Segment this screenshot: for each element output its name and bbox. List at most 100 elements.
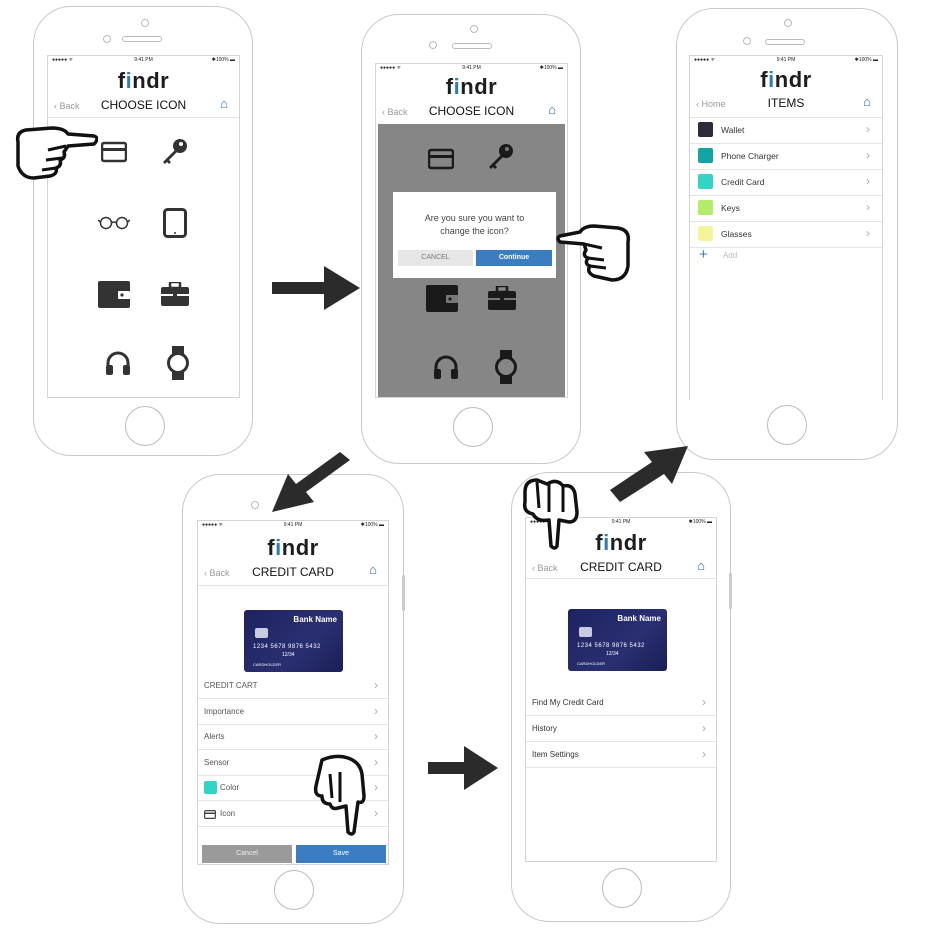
list-item[interactable]: Keys› — [690, 196, 882, 222]
detail-row[interactable]: History› — [526, 716, 716, 742]
settings-row[interactable]: Sensor› — [198, 750, 388, 776]
home-button[interactable] — [453, 407, 493, 447]
cancel-button[interactable]: CANCEL — [398, 250, 473, 266]
carrier-signal: ●●●●● ᯤ — [530, 519, 552, 525]
chevron-right-icon: › — [374, 678, 378, 692]
pointing-hand-icon — [522, 478, 579, 550]
card-number: 1234 5678 9876 5432 — [253, 644, 321, 650]
list-item[interactable]: Phone Charger› — [690, 144, 882, 170]
status-bar: ●●●●● ᯤ 9:41 PM ✱100% ▬ — [526, 518, 716, 526]
key-icon[interactable] — [159, 136, 191, 168]
chevron-right-icon: › — [866, 122, 870, 136]
cancel-button[interactable]: Cancel — [202, 845, 292, 863]
page-title: CREDIT CARD — [252, 565, 334, 579]
detail-row[interactable]: Find My Credit Card› — [526, 690, 716, 716]
list-item[interactable]: Credit Card› — [690, 170, 882, 196]
pointing-hand-icon — [556, 224, 631, 282]
chevron-right-icon: › — [702, 695, 706, 709]
list-item[interactable]: Wallet› — [690, 118, 882, 144]
add-item-row[interactable]: + Add — [690, 246, 882, 266]
chevron-right-icon: › — [374, 754, 378, 769]
logo-text: ndr — [460, 74, 498, 99]
home-back-button[interactable]: ‹ Home — [696, 99, 726, 109]
headphones-icon[interactable] — [105, 350, 131, 376]
color-swatch — [204, 781, 217, 794]
home-icon[interactable]: ⌂ — [697, 558, 705, 573]
settings-row[interactable]: Color› — [198, 775, 388, 801]
home-button[interactable] — [767, 405, 807, 445]
flow-arrow-up-right — [610, 446, 688, 502]
battery-indicator: ✱100% ▬ — [688, 519, 712, 525]
home-button[interactable] — [125, 406, 165, 446]
app-logo: findr — [376, 74, 567, 100]
detail-row-label: Item Settings — [532, 750, 579, 759]
pointing-hand-icon — [15, 126, 98, 180]
credit-card-image: Bank Name 1234 5678 9876 5432 12/34 CARD… — [244, 610, 343, 672]
home-icon[interactable]: ⌂ — [863, 94, 871, 109]
nav-divider — [526, 578, 716, 579]
status-time: 9:41 PM — [462, 65, 481, 71]
page-title: CHOOSE ICON — [100, 98, 187, 112]
settings-row[interactable]: Icon› — [198, 801, 388, 827]
tablet-icon[interactable] — [163, 208, 187, 238]
battery-indicator: ✱100% ▬ — [211, 57, 235, 63]
watch-icon — [495, 350, 517, 384]
logo-text: ndr — [281, 535, 319, 560]
settings-row-label: Alerts — [204, 732, 225, 741]
watch-icon[interactable] — [167, 346, 189, 380]
glasses-icon[interactable] — [98, 216, 130, 230]
status-time: 9:41 PM — [611, 519, 631, 525]
home-button[interactable] — [274, 870, 314, 910]
wallet-icon[interactable] — [98, 278, 130, 308]
detail-row[interactable]: Item Settings› — [526, 742, 716, 768]
chevron-right-icon: › — [866, 226, 870, 240]
credit-card-icon[interactable] — [101, 141, 127, 163]
back-button[interactable]: ‹ Back — [532, 563, 558, 573]
home-button[interactable] — [602, 868, 642, 908]
plus-icon: + — [699, 246, 708, 263]
nav-divider — [690, 117, 882, 118]
back-button[interactable]: ‹ Back — [54, 101, 80, 111]
speaker — [765, 39, 805, 45]
home-icon[interactable]: ⌂ — [369, 562, 377, 577]
pointing-hand-icon — [313, 754, 366, 836]
nav-divider — [198, 585, 388, 586]
save-button[interactable]: Save — [296, 845, 386, 863]
back-button[interactable]: ‹ Back — [382, 107, 408, 117]
home-icon[interactable]: ⌂ — [548, 102, 556, 117]
home-icon[interactable]: ⌂ — [220, 96, 228, 111]
logo-pin: i — [275, 535, 282, 560]
battery-indicator: ✱100% ▬ — [854, 57, 878, 63]
confirm-dialog: Are you sure you want to change the icon… — [393, 192, 556, 278]
logo-text: ndr — [132, 68, 170, 93]
page-title: CREDIT CARD — [580, 560, 662, 574]
status-bar: ●●●●● ᯤ 9:41 PM ✱100% ▬ — [198, 521, 388, 529]
bank-name: Bank Name — [293, 615, 337, 624]
briefcase-icon — [488, 286, 516, 310]
dialog-message: Are you sure you want to change the icon… — [424, 213, 525, 236]
app-logo: findr — [198, 535, 388, 561]
settings-row[interactable]: Alerts› — [198, 724, 388, 750]
card-chip — [255, 628, 268, 638]
screen-credit-card-detail: ●●●●● ᯤ 9:41 PM ✱100% ▬ findr ‹ Back CRE… — [525, 517, 717, 862]
front-camera — [470, 25, 478, 33]
logo-pin: i — [768, 67, 775, 92]
briefcase-icon[interactable] — [161, 282, 189, 306]
continue-button[interactable]: Continue — [476, 250, 552, 266]
flow-arrow-right — [428, 746, 498, 790]
flow-arrow-right — [272, 266, 360, 310]
chevron-right-icon: › — [866, 174, 870, 188]
settings-row[interactable]: CREDIT CART› — [198, 673, 388, 699]
chevron-right-icon: › — [374, 780, 378, 794]
settings-row[interactable]: Importance› — [198, 699, 388, 725]
back-button[interactable]: ‹ Back — [204, 568, 230, 578]
status-bar: ●●●●● ᯤ 9:41 PM ✱100% ▬ — [48, 56, 239, 64]
screen-items: ●●●●● ᯤ 9:41 PM ✱100% ▬ findr ‹ Home ITE… — [689, 55, 883, 400]
list-item[interactable]: Glasses› — [690, 222, 882, 248]
chevron-right-icon: › — [374, 805, 378, 820]
logo-pin: i — [603, 530, 610, 555]
card-holder: CARDHOLDER — [253, 662, 282, 667]
logo-text: f — [267, 535, 276, 560]
front-camera — [429, 41, 437, 49]
status-bar: ●●●●● ᯤ 9:41 PM ✱100% ▬ — [690, 56, 882, 64]
